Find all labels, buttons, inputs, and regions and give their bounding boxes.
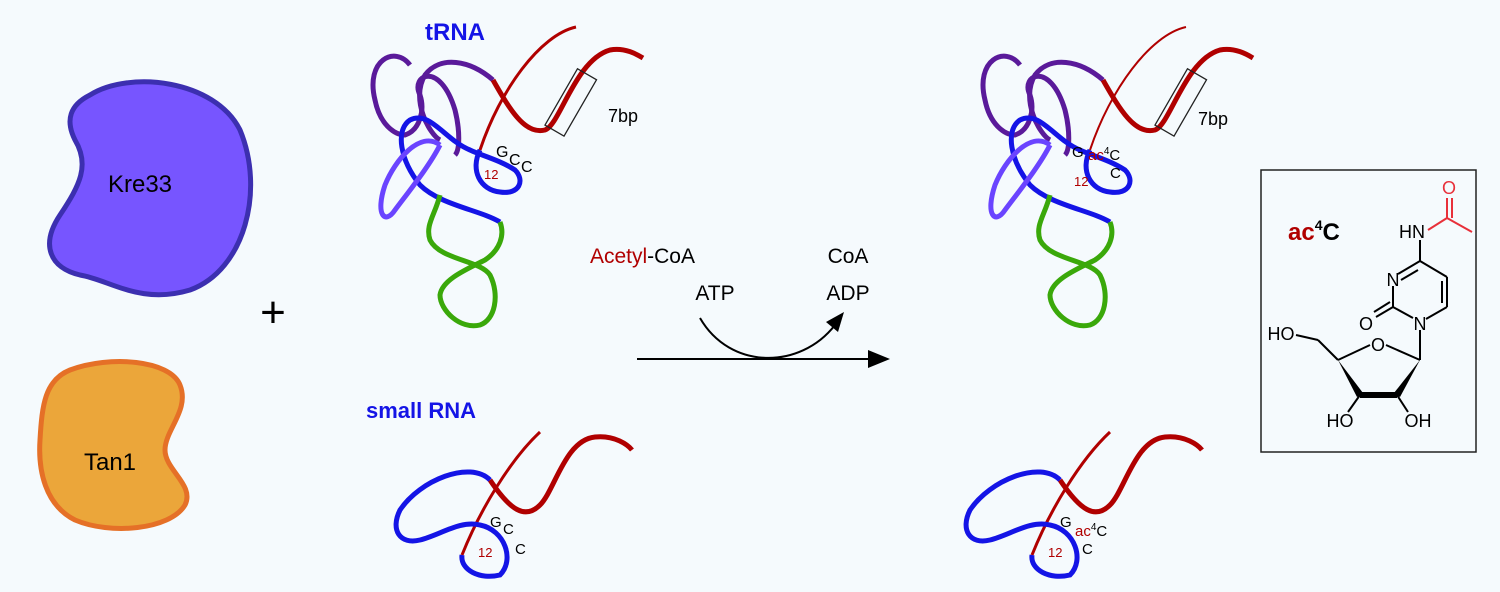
- plus-sign: +: [260, 288, 286, 337]
- small-rna-label: small RNA: [366, 398, 476, 423]
- small-rna-substrate: small RNA G C C 12: [366, 398, 634, 579]
- base-ac4c: ac4C: [1088, 146, 1120, 164]
- small-rna-product: G ac4C C 12: [963, 430, 1204, 579]
- atom-ho5prime: HO: [1268, 324, 1295, 344]
- kre33-label: Kre33: [108, 171, 172, 198]
- base-c: C: [521, 159, 533, 176]
- ac4c-title: ac4C: [1288, 217, 1340, 246]
- atom-n1: N: [1414, 314, 1427, 334]
- atom-o4prime: O: [1371, 335, 1385, 355]
- base-g: G: [1072, 144, 1084, 161]
- trna-label: tRNA: [425, 19, 485, 46]
- adp-label: ADP: [826, 282, 869, 305]
- reaction-arrow-group: Acetyl-CoA ATP CoA ADP: [590, 245, 890, 368]
- atom-n3: N: [1387, 270, 1400, 290]
- trna-product: 7bp G ac4C C 12: [980, 26, 1255, 329]
- atom-oh2prime: OH: [1405, 411, 1432, 431]
- base-c: C: [503, 521, 514, 538]
- acetyl-coa-label: Acetyl-CoA: [590, 245, 695, 268]
- base-g: G: [490, 514, 502, 531]
- atp-label: ATP: [695, 282, 734, 305]
- tan1-enzyme-shape: [37, 359, 190, 531]
- base-c: C: [1110, 165, 1121, 182]
- position-12-label: 12: [1048, 545, 1062, 560]
- position-12-label: 12: [478, 545, 492, 560]
- trna-substrate: tRNA 7bp G C C 12: [370, 19, 645, 329]
- position-12-label: 12: [484, 167, 498, 182]
- base-c: C: [515, 541, 526, 558]
- base-g: G: [496, 144, 508, 161]
- atom-o-acetyl: O: [1442, 178, 1456, 198]
- atom-hn: HN: [1399, 222, 1425, 242]
- base-c: C: [509, 152, 521, 169]
- trna-product-stem-label: 7bp: [1198, 109, 1228, 129]
- position-12-label: 12: [1074, 174, 1088, 189]
- ac4c-structure-box: ac4C: [1260, 169, 1477, 453]
- base-g: G: [1060, 514, 1072, 531]
- kre33-enzyme-shape: [47, 79, 254, 298]
- trna-stem-label: 7bp: [608, 106, 638, 126]
- tan1-label: Tan1: [84, 449, 136, 476]
- base-ac4c: ac4C: [1075, 522, 1107, 540]
- atom-o2: O: [1359, 314, 1373, 334]
- atom-ho3prime: HO: [1327, 411, 1354, 431]
- coa-label: CoA: [828, 245, 869, 268]
- base-c: C: [1082, 541, 1093, 558]
